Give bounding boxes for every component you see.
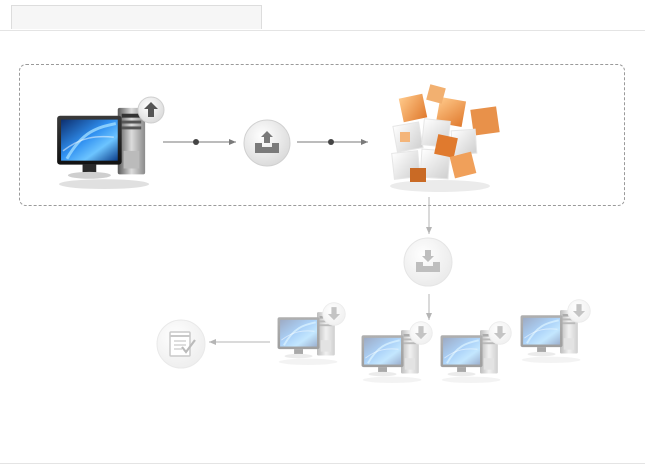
top-bar <box>0 0 645 31</box>
download-arrow-icon <box>567 299 591 323</box>
tray-upload-icon <box>243 119 291 167</box>
client-computer-2 <box>360 321 433 384</box>
connector-computer-to-upload <box>163 139 236 145</box>
download-arrow-icon <box>488 321 512 345</box>
download-arrow-icon <box>409 321 433 345</box>
cube-cluster-icon <box>390 84 500 192</box>
source-computer-icon <box>55 106 151 190</box>
top-tab[interactable] <box>11 5 262 29</box>
download-arrow-icon <box>322 302 346 326</box>
upload-group-frame <box>19 64 625 206</box>
connector-upload-to-cubes <box>297 139 368 145</box>
client-computer-1 <box>276 302 346 366</box>
client-computer-4 <box>519 299 591 364</box>
client-computer-3 <box>439 321 512 384</box>
footer-divider <box>0 463 645 464</box>
upload-arrow-icon <box>137 96 165 124</box>
checklist-notepad-icon <box>156 319 206 369</box>
tray-download-icon <box>403 237 453 287</box>
